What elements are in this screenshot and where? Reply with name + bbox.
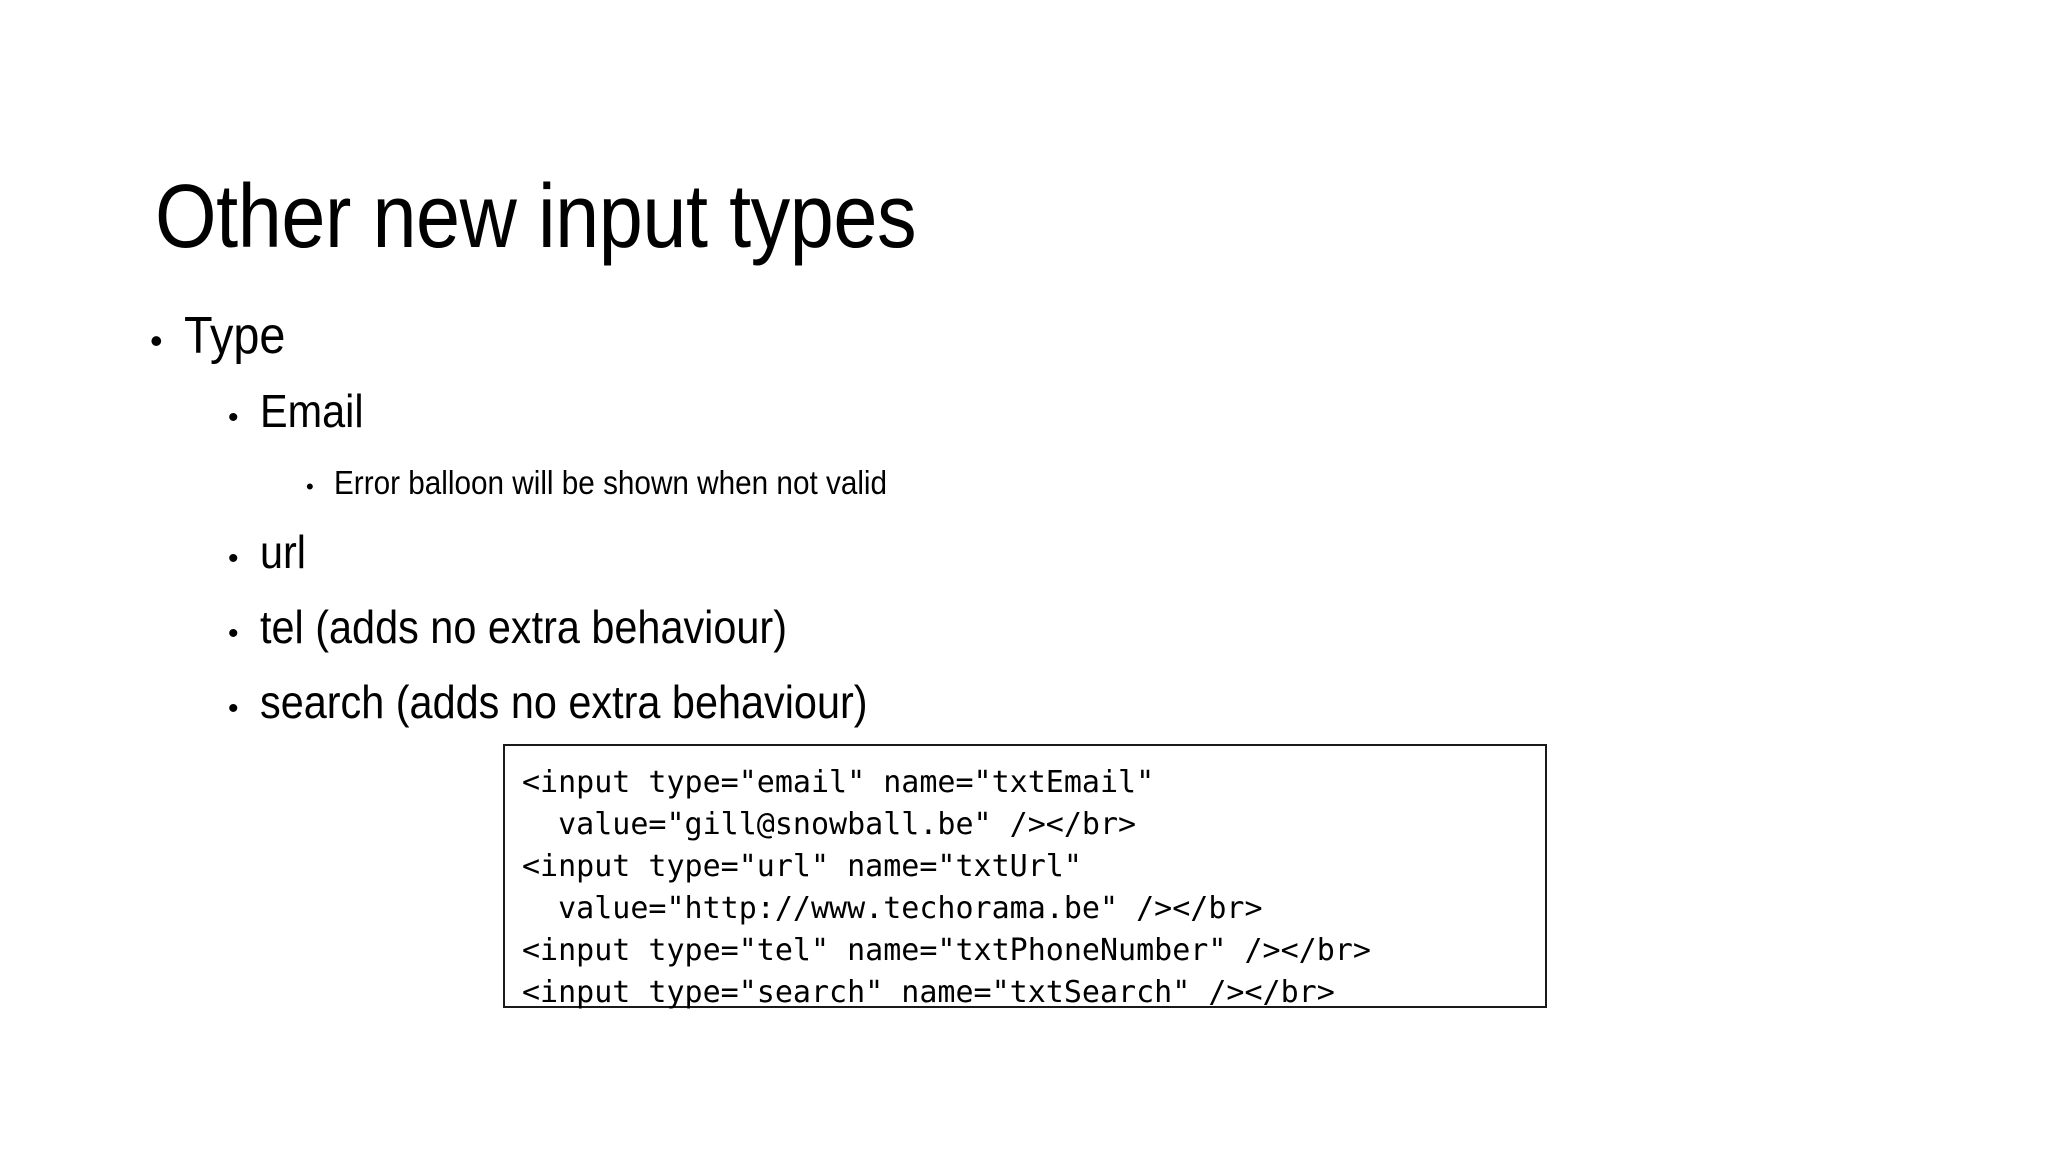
list-item-label: Email (260, 385, 364, 437)
list-item: • Error balloon will be shown when not v… (306, 452, 1930, 518)
list-item-label: url (260, 526, 307, 578)
bullet-marker-icon: • (228, 542, 239, 575)
list-item: • Email (228, 377, 1930, 452)
list-item-label: search (adds no extra behaviour) (260, 676, 868, 728)
bullet-marker-icon: • (228, 692, 239, 725)
list-item-label: Type (184, 307, 286, 365)
list-item: • search (adds no extra behaviour) (228, 668, 1930, 743)
code-snippet-text: <input type="email" name="txtEmail" valu… (522, 765, 1371, 1010)
bullet-list: • Type • Email • Error balloon will be s… (150, 300, 1930, 743)
bullet-marker-icon: • (150, 320, 163, 361)
list-item: • tel (adds no extra behaviour) (228, 593, 1930, 668)
list-item: • Type (150, 300, 1930, 377)
page-title: Other new input types (155, 167, 917, 268)
list-item-label: tel (adds no extra behaviour) (260, 601, 788, 653)
bullet-marker-icon: • (306, 474, 314, 499)
list-item: • url (228, 518, 1930, 593)
bullet-marker-icon: • (228, 617, 239, 650)
list-item-label: Error balloon will be shown when not val… (334, 464, 888, 501)
bullet-marker-icon: • (228, 401, 239, 434)
code-snippet-box: <input type="email" name="txtEmail" valu… (503, 744, 1547, 1010)
